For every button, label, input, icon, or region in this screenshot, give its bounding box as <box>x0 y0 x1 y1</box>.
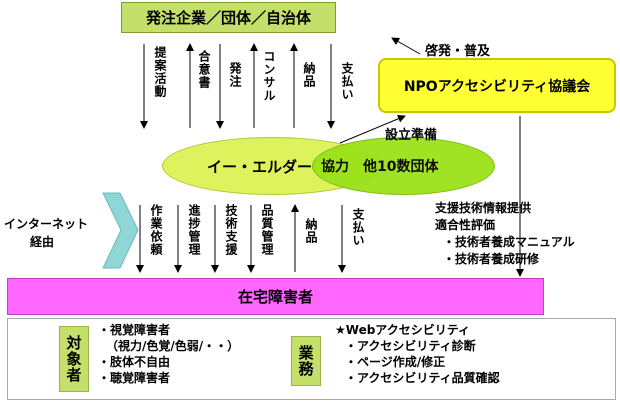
business-item: ・ページ作成/修正 <box>345 355 446 369</box>
label-keihatsu: 啓発・普及 <box>425 44 491 59</box>
support-list: 支援技術情報提供 適合性評価 ・技術者養成マニュアル ・技術者養成研修 <box>435 200 575 268</box>
lower-label-gijutsu: 技術支援 <box>224 204 238 256</box>
business-item: ・アクセシビリティ品質確認 <box>345 371 500 385</box>
support-item: ・技術者養成マニュアル <box>443 235 575 249</box>
upper-label-consul: コンサル <box>262 50 276 102</box>
upper-label-teian: 提案活動 <box>153 46 167 98</box>
upper-label-nohin: 納品 <box>302 62 316 88</box>
target-item: （視力/色覚/色弱/・・） <box>106 339 240 353</box>
label-setsuritsu: 設立準備 <box>385 128 438 143</box>
home-disabled-label: 在宅障害者 <box>237 288 313 306</box>
e-elder-label: イー・エルダー <box>207 157 313 176</box>
lower-label-shiharai: 支払い <box>351 208 365 247</box>
label-internet-2: 経由 <box>30 235 55 249</box>
target-item: ・肢体不自由 <box>98 355 171 369</box>
npo-box: NPOアクセシビリティ協議会 <box>378 58 616 113</box>
arrow-setsuritsu <box>339 114 406 144</box>
lower-label-shincho: 進捗管理 <box>187 204 201 256</box>
internet-chevron <box>102 192 139 269</box>
upper-label-goisho: 合意書 <box>197 50 211 89</box>
lower-label-hinshitsu: 品質管理 <box>260 204 274 256</box>
support-item: ・技術者養成研修 <box>443 252 540 266</box>
upper-label-shiharai: 支払い <box>340 62 354 101</box>
upper-label-hatchu: 発注 <box>228 62 242 88</box>
partner-ellipse: 協力 他10数団体 <box>312 137 495 195</box>
client-box: 発注企業／団体／自治体 <box>121 2 336 33</box>
business-label-box: 業務 <box>291 336 321 386</box>
partner-label: 協力 他10数団体 <box>321 159 439 175</box>
business-list: ★Webアクセシビリティ ・アクセシビリティ診断 ・ページ作成/修正 ・アクセシ… <box>335 322 500 386</box>
support-item: 支援技術情報提供 <box>435 201 532 215</box>
label-internet-1: インターネット <box>4 217 89 231</box>
client-box-label: 発注企業／団体／自治体 <box>145 9 311 27</box>
support-item: 適合性評価 <box>435 218 496 232</box>
target-item: ・聴覚障害者 <box>98 371 171 385</box>
business-item: ★Webアクセシビリティ <box>335 323 470 337</box>
lower-label-nohin: 納品 <box>304 218 318 244</box>
target-item: ・視覚障害者 <box>98 323 171 337</box>
arrow-keihatsu <box>391 37 421 55</box>
lower-label-sagyo: 作業依頼 <box>149 204 163 256</box>
target-label-box: 対象者 <box>59 326 89 392</box>
target-list: ・視覚障害者 （視力/色覚/色弱/・・） ・肢体不自由 ・聴覚障害者 <box>98 322 239 386</box>
npo-box-label: NPOアクセシビリティ協議会 <box>403 78 591 95</box>
business-item: ・アクセシビリティ診断 <box>345 339 476 353</box>
home-disabled-box: 在宅障害者 <box>7 278 544 315</box>
